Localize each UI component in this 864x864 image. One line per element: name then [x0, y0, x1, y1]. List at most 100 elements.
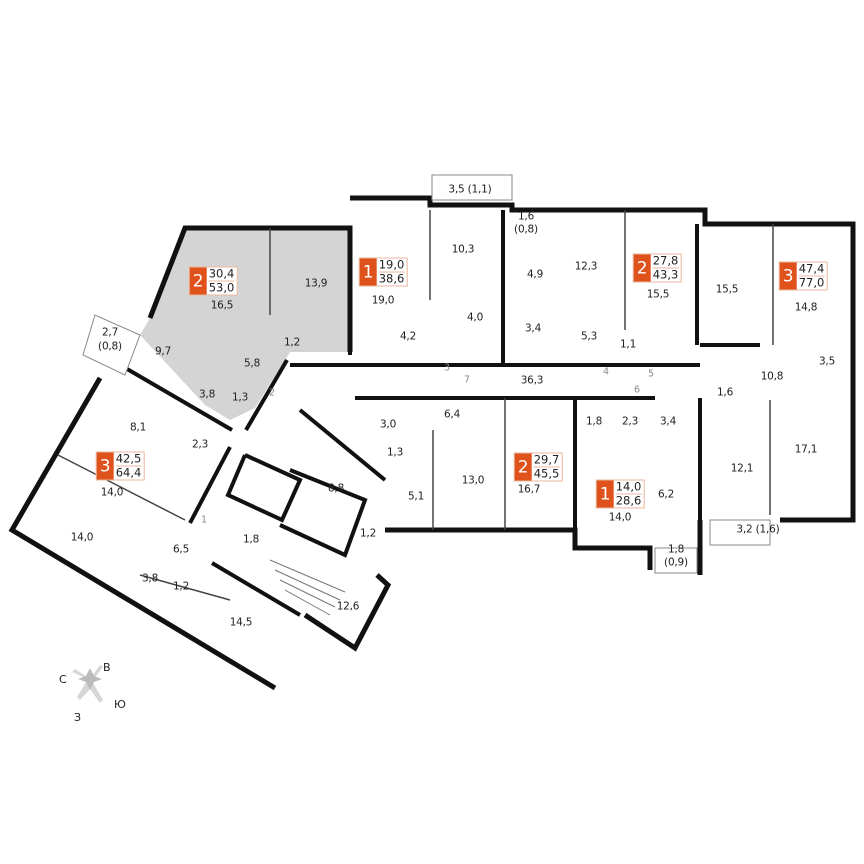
door-number: 5	[647, 368, 655, 380]
room-area: 15,5	[646, 288, 670, 301]
living-area: 19,0	[378, 257, 405, 273]
room-area: 4,2	[399, 330, 417, 343]
room-area: 2,3	[621, 415, 639, 428]
room-area: 4,9	[526, 268, 544, 281]
living-area: 14,0	[615, 479, 642, 495]
room-count: 3	[96, 452, 114, 480]
total-area: 28,6	[615, 493, 642, 508]
room-area: 12,3	[574, 260, 598, 273]
room-area: 14,0	[100, 486, 124, 499]
room-area: 6,4	[443, 408, 461, 421]
total-area: 77,0	[798, 275, 825, 290]
room-area: 1,8	[667, 543, 685, 556]
compass-north: С	[59, 673, 67, 686]
total-area: 45,5	[533, 466, 560, 481]
room-area: 2,7	[101, 326, 119, 339]
room-area: 8,8	[327, 482, 345, 495]
room-area: 1,3	[231, 391, 249, 404]
room-area: 14,0	[70, 531, 94, 544]
living-area: 29,7	[533, 452, 560, 468]
room-area: 1,2	[172, 580, 190, 593]
room-area: 1,8	[585, 415, 603, 428]
room-area: 16,7	[517, 483, 541, 496]
room-area: 1,6	[716, 386, 734, 399]
living-area: 47,4	[798, 261, 825, 277]
room-area: 8,1	[129, 421, 147, 434]
room-area: 1,2	[359, 527, 377, 540]
room-area: 10,3	[451, 243, 475, 256]
compass-west: З	[74, 711, 82, 724]
room-area: 3,0	[379, 418, 397, 431]
total-area: 43,3	[652, 267, 679, 282]
total-area: 38,6	[378, 271, 405, 286]
compass-star	[72, 665, 103, 703]
room-count: 2	[189, 267, 207, 295]
room-area: 3,5 (1,1)	[448, 183, 492, 196]
room-area: 14,0	[608, 511, 632, 524]
door-number: 3	[443, 362, 451, 374]
room-area: 1,1	[619, 338, 637, 351]
total-area: 53,0	[208, 280, 235, 295]
room-area: (0,8)	[98, 340, 122, 353]
room-area: 13,9	[304, 277, 328, 290]
room-area: 5,3	[580, 330, 598, 343]
room-area: 3,4	[659, 415, 677, 428]
room-area: 5,8	[243, 357, 261, 370]
room-count: 3	[779, 262, 797, 290]
room-area: 1,3	[386, 446, 404, 459]
room-count: 1	[359, 258, 377, 286]
room-count: 2	[633, 254, 651, 282]
room-area: 15,5	[715, 283, 739, 296]
living-area: 27,8	[652, 253, 679, 269]
door-number: 2	[268, 387, 276, 399]
room-area: 12,1	[730, 462, 754, 475]
room-area: 3,2 (1,6)	[736, 523, 780, 536]
compass-south: Ю	[114, 698, 126, 711]
door-number: 7	[463, 374, 471, 386]
interior-walls	[113, 210, 855, 617]
room-area: 1,8	[242, 533, 260, 546]
living-area: 42,5	[115, 451, 142, 467]
room-area: 1,2	[283, 336, 301, 349]
room-area: 4,0	[466, 311, 484, 324]
room-area: 17,1	[794, 443, 818, 456]
room-area: 16,5	[210, 299, 234, 312]
total-area: 64,4	[115, 465, 142, 480]
stair-lines	[269, 559, 346, 616]
corridor-area: 36,3	[520, 374, 544, 387]
room-area: 10,8	[760, 370, 784, 383]
room-area: 14,5	[229, 616, 253, 629]
room-area: 2,3	[191, 438, 209, 451]
balconies	[82, 174, 771, 574]
room-area: 9,7	[154, 345, 172, 358]
door-number: 6	[633, 384, 641, 396]
room-area: 6,2	[657, 488, 675, 501]
room-area: 3,8	[198, 388, 216, 401]
room-area: 1,6	[517, 210, 535, 223]
partitions	[57, 210, 774, 601]
room-area: 3,4	[524, 322, 542, 335]
room-area: 5,1	[407, 490, 425, 503]
room-count: 1	[596, 480, 614, 508]
door-number: 4	[602, 366, 610, 378]
room-area: 6,5	[172, 543, 190, 556]
room-area: 13,0	[461, 474, 485, 487]
room-area: 12,6	[336, 600, 360, 613]
room-area: 3,5	[818, 355, 836, 368]
room-area: (0,8)	[514, 223, 538, 236]
room-area: 14,8	[794, 301, 818, 314]
room-area: 3,8	[141, 572, 159, 585]
living-area: 30,4	[208, 266, 235, 282]
room-area: 19,0	[371, 294, 395, 307]
room-area: (0,9)	[664, 556, 688, 569]
room-count: 2	[514, 453, 532, 481]
compass-east: В	[103, 661, 111, 674]
